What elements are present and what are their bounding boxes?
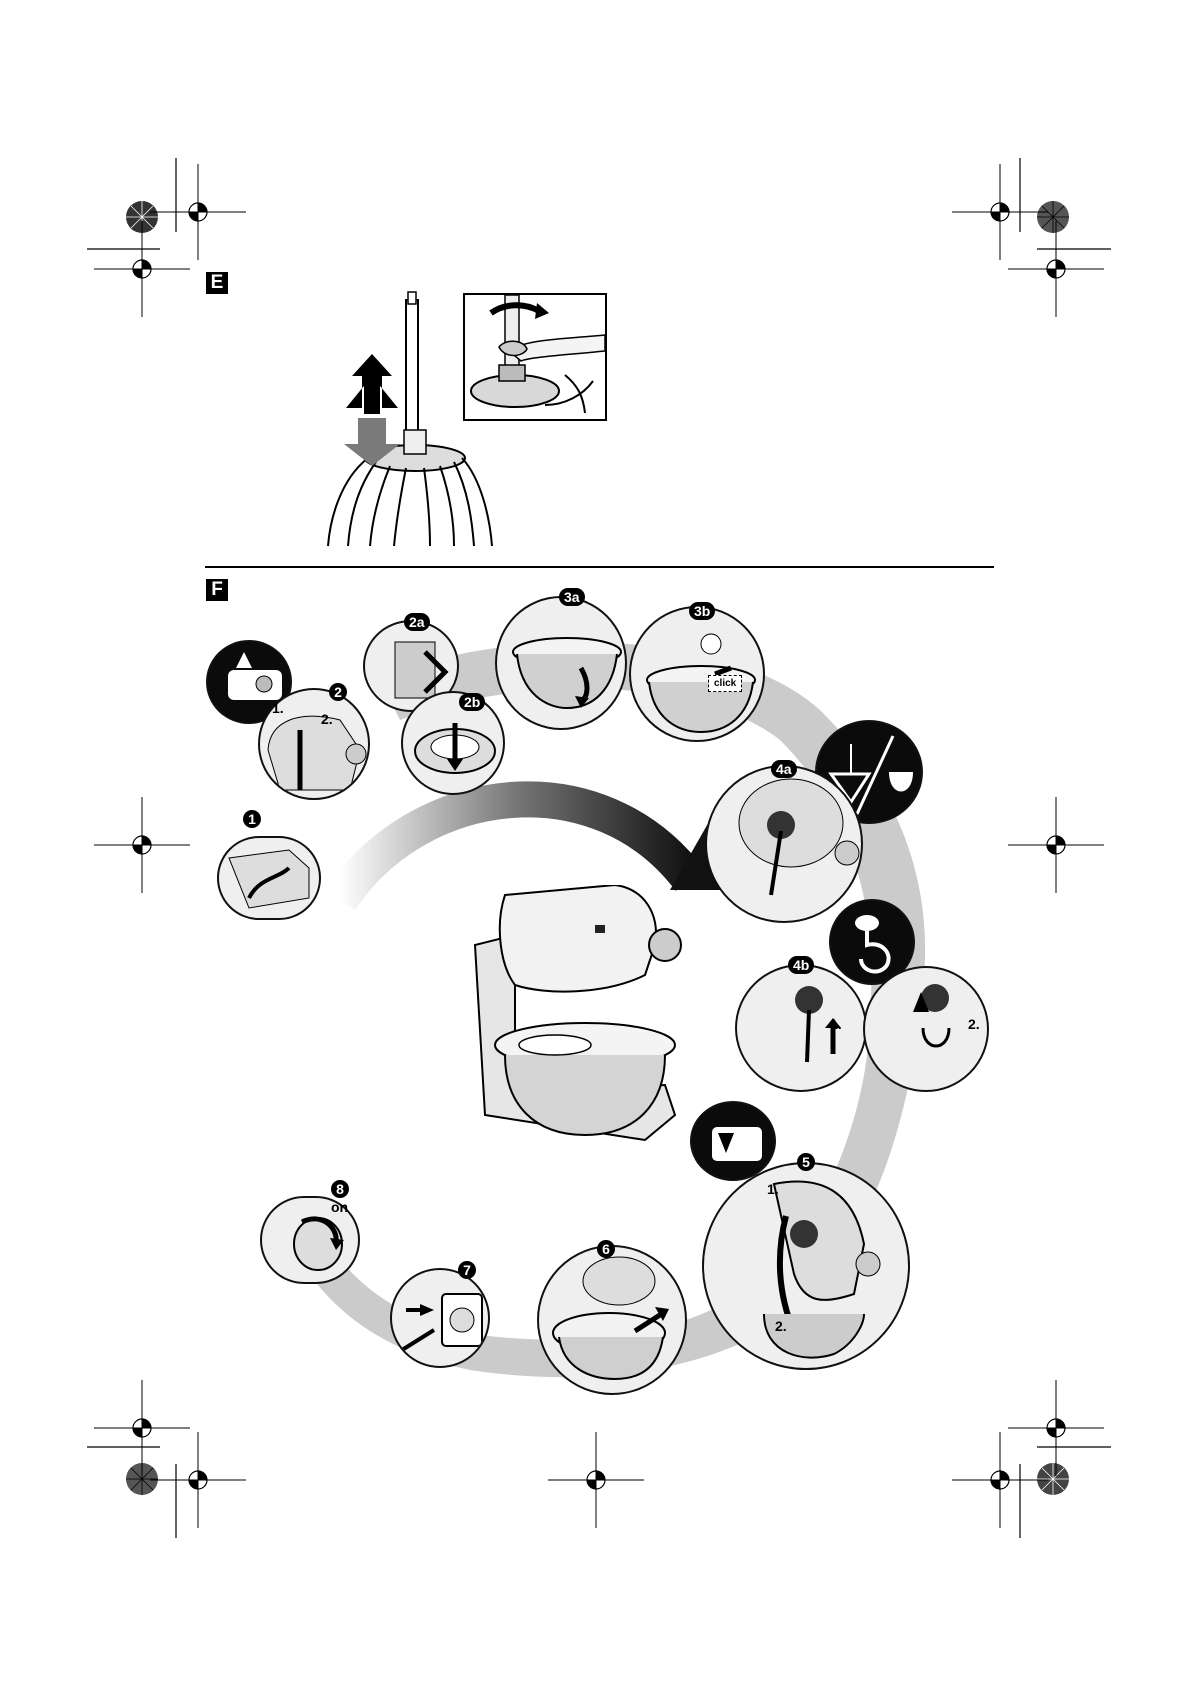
step-5-illustration: [702, 1162, 910, 1370]
step-5-lever-inset: [690, 1101, 776, 1181]
step-5-badge: 5: [797, 1153, 815, 1171]
whisk-assembly-illustration: [327, 291, 493, 547]
step-8-badge: 8: [331, 1180, 349, 1198]
registration-disc-icon: [1037, 201, 1069, 233]
step-4b-illustration-1: [735, 964, 867, 1092]
registration-disc-icon: [126, 201, 158, 233]
step-2-badge: 2: [329, 683, 347, 701]
step-2a-badge: 2a: [404, 613, 430, 631]
step-4b-sub-1: 1.: [830, 1016, 842, 1032]
stand-mixer-illustration: [473, 885, 682, 1142]
registration-crosshair-icon: [94, 1380, 190, 1476]
registration-crosshair-icon: [952, 1432, 1048, 1528]
step-8-illustration: [260, 1196, 360, 1284]
step-3a-badge: 3a: [559, 588, 585, 606]
registration-crosshair-icon: [548, 1432, 644, 1528]
step-6-illustration: [537, 1245, 687, 1395]
section-label-e: E: [206, 272, 228, 294]
step-4b-illustration-2: [863, 966, 989, 1092]
step-3b-illustration: [629, 606, 765, 742]
registration-crosshair-icon: [1008, 221, 1104, 317]
step-5-sub-2: 2.: [775, 1318, 787, 1334]
step-3b-badge: 3b: [689, 602, 716, 620]
plug-icon: [400, 1328, 436, 1352]
registration-crosshair-icon: [150, 164, 246, 260]
section-label-f: F: [206, 579, 228, 601]
step-2b-badge: 2b: [459, 693, 486, 711]
step-8-on-label: on: [331, 1199, 349, 1215]
step-7-badge: 7: [458, 1261, 476, 1279]
step-3a-illustration: [495, 596, 627, 730]
step-7-illustration: [390, 1268, 490, 1368]
wrench-detail-inset: [463, 293, 607, 421]
registration-crosshair-icon: [952, 164, 1048, 260]
registration-crosshair-icon: [94, 797, 190, 893]
step-1-illustration: [217, 836, 321, 920]
registration-disc-icon: [1037, 1463, 1069, 1495]
step-2-sub-2: 2.: [321, 711, 333, 727]
step-6-badge: 6: [597, 1240, 615, 1258]
step-4a-badge: 4a: [771, 760, 797, 778]
step-1-badge: 1: [243, 810, 261, 828]
section-divider: [205, 566, 994, 568]
step-4a-illustration: [705, 765, 863, 923]
step-2b-illustration: [401, 691, 505, 795]
click-indicator: click: [708, 675, 743, 692]
registration-crosshair-icon: [1008, 1380, 1104, 1476]
step-4b-hook-inset: [829, 899, 915, 985]
wrench-icon: [470, 295, 605, 414]
step-2-sub-1: 1.: [272, 700, 284, 716]
step-5-sub-1: 1.: [767, 1181, 779, 1197]
step-2-illustration: [258, 688, 370, 800]
registration-crosshair-icon: [1008, 797, 1104, 893]
step-4b-badge: 4b: [788, 956, 815, 974]
registration-crosshair-icon: [94, 221, 190, 317]
registration-crosshair-icon: [150, 1432, 246, 1528]
registration-disc-icon: [126, 1463, 158, 1495]
step-4b-sub-2: 2.: [968, 1016, 980, 1032]
